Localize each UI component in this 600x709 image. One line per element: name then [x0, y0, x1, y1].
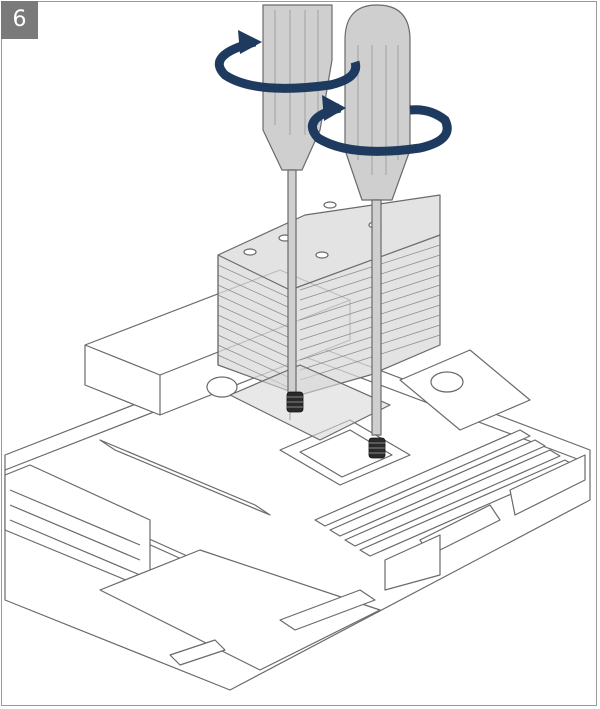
- cpu-cooler-heatsink: [217, 194, 441, 441]
- step-number-badge: 6: [1, 1, 38, 39]
- rotation-arrow-icon: [308, 95, 452, 156]
- screw-icon: [286, 391, 304, 413]
- rotation-arrow-icon: [214, 30, 361, 93]
- screw-icon: [368, 437, 386, 459]
